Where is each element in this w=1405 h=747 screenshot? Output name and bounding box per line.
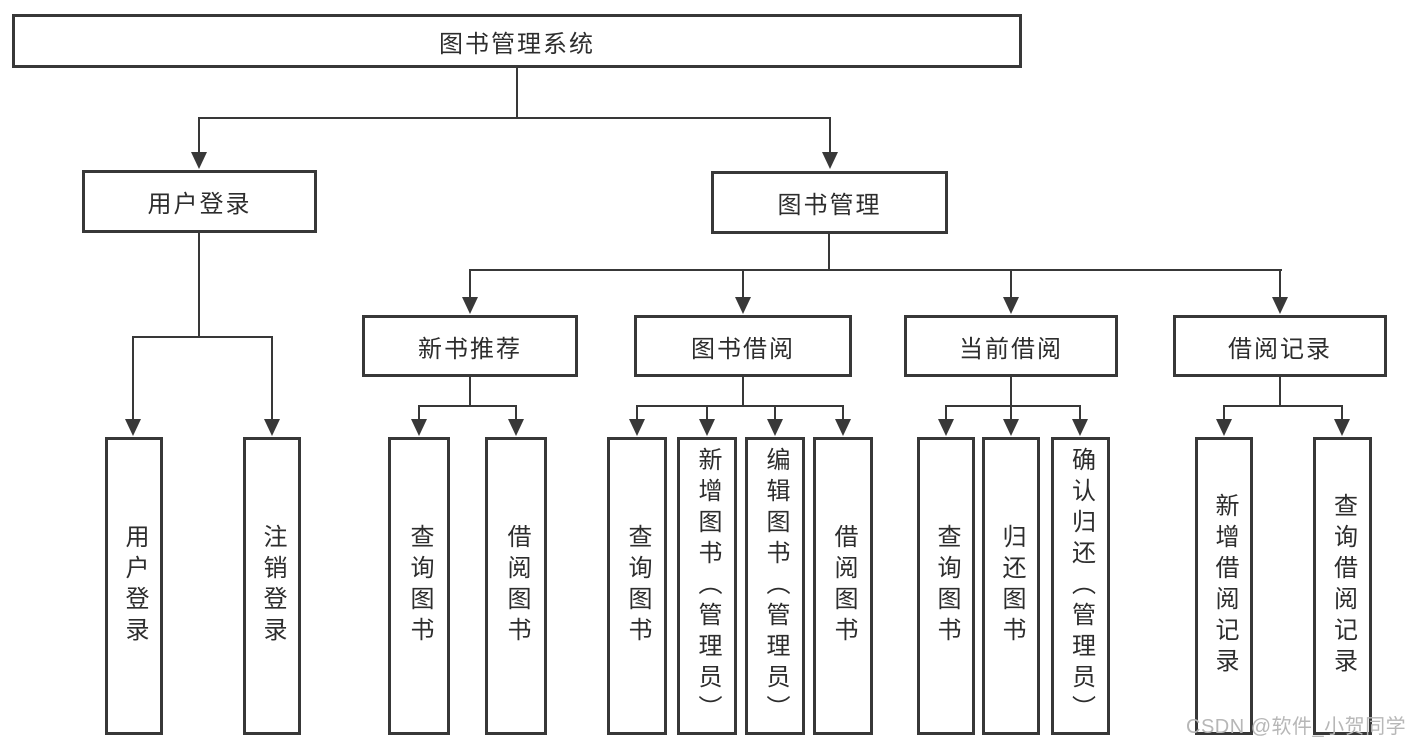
connector-drop-new-book: [469, 269, 471, 299]
connector-book-borrow-stem: [742, 377, 744, 407]
connector-level1-hline: [198, 117, 831, 119]
connector-drop-book-borrow: [742, 269, 744, 299]
node-user-login: 用户登录: [82, 170, 317, 233]
arrow-down-current-borrow: [1003, 297, 1019, 314]
leaf-cb-return-book: 归还图书: [982, 437, 1040, 735]
connector-drop-br1: [1223, 405, 1225, 421]
leaf-nb-borrow-book: 借阅图书: [485, 437, 547, 735]
connector-current-borrow-stem: [1010, 377, 1012, 407]
leaf-user-login: 用户登录: [105, 437, 163, 735]
connector-borrow-record-hline: [1223, 405, 1343, 407]
connector-new-book-hline: [418, 405, 517, 407]
connector-drop-nb2: [515, 405, 517, 421]
connector-drop-cb3: [1079, 405, 1081, 421]
connector-drop-nb1: [418, 405, 420, 421]
connector-drop-bb4: [842, 405, 844, 421]
connector-drop-cb2: [1010, 405, 1012, 421]
arrow-down-book-borrow: [735, 297, 751, 314]
arrow-down-user-login: [191, 152, 207, 169]
arrow-down-login-leaf: [125, 419, 141, 436]
connector-book-mgmt-stem: [828, 234, 830, 271]
arrow-down-nb2: [508, 419, 524, 436]
connector-drop-bb2: [706, 405, 708, 421]
connector-current-borrow-hline: [945, 405, 1081, 407]
leaf-br-query-record: 查询借阅记录: [1313, 437, 1372, 735]
connector-user-login-stem: [198, 233, 200, 338]
csdn-watermark: CSDN @软件_小贺同学: [1186, 716, 1405, 738]
leaf-bb-edit-book-admin: 编辑图书（管理员）: [745, 437, 805, 735]
connector-new-book-stem: [469, 377, 471, 407]
arrow-down-nb1: [411, 419, 427, 436]
leaf-bb-borrow-book: 借阅图书: [813, 437, 873, 735]
arrow-down-br1: [1216, 419, 1232, 436]
connector-drop-logout-leaf: [271, 336, 273, 422]
arrow-down-bb3: [767, 419, 783, 436]
connector-drop-br2: [1341, 405, 1343, 421]
node-root-system: 图书管理系统: [12, 14, 1022, 68]
leaf-cb-confirm-return-admin: 确认归还（管理员）: [1051, 437, 1110, 735]
arrow-down-cb3: [1072, 419, 1088, 436]
node-current-borrow: 当前借阅: [904, 315, 1118, 377]
connector-book-borrow-hline: [636, 405, 844, 407]
connector-drop-login-leaf: [132, 336, 134, 422]
connector-drop-bb1: [636, 405, 638, 421]
connector-user-login-hline: [132, 336, 273, 338]
connector-borrow-record-stem: [1279, 377, 1281, 407]
leaf-logout: 注销登录: [243, 437, 301, 735]
node-book-borrow: 图书借阅: [634, 315, 852, 377]
arrow-down-cb1: [938, 419, 954, 436]
leaf-nb-query-book: 查询图书: [388, 437, 450, 735]
connector-drop-borrow-record: [1279, 269, 1281, 299]
node-new-book: 新书推荐: [362, 315, 578, 377]
leaf-cb-query-book: 查询图书: [917, 437, 975, 735]
arrow-down-br2: [1334, 419, 1350, 436]
leaf-bb-add-book-admin: 新增图书（管理员）: [677, 437, 737, 735]
arrow-down-borrow-record: [1272, 297, 1288, 314]
arrow-down-bb2: [699, 419, 715, 436]
node-book-mgmt: 图书管理: [711, 171, 948, 234]
connector-drop-current-borrow: [1010, 269, 1012, 299]
arrow-down-cb2: [1003, 419, 1019, 436]
arrow-down-bb4: [835, 419, 851, 436]
arrow-down-new-book: [462, 297, 478, 314]
connector-drop-book-mgmt: [829, 117, 831, 155]
arrow-down-bb1: [629, 419, 645, 436]
leaf-br-add-record: 新增借阅记录: [1195, 437, 1253, 735]
connector-level2-hline: [469, 269, 1282, 271]
connector-root-stem: [516, 68, 518, 119]
connector-drop-user-login: [198, 117, 200, 155]
connector-drop-bb3: [774, 405, 776, 421]
connector-drop-cb1: [945, 405, 947, 421]
arrow-down-book-mgmt: [822, 152, 838, 169]
leaf-bb-query-book: 查询图书: [607, 437, 667, 735]
node-borrow-record: 借阅记录: [1173, 315, 1387, 377]
arrow-down-logout-leaf: [264, 419, 280, 436]
